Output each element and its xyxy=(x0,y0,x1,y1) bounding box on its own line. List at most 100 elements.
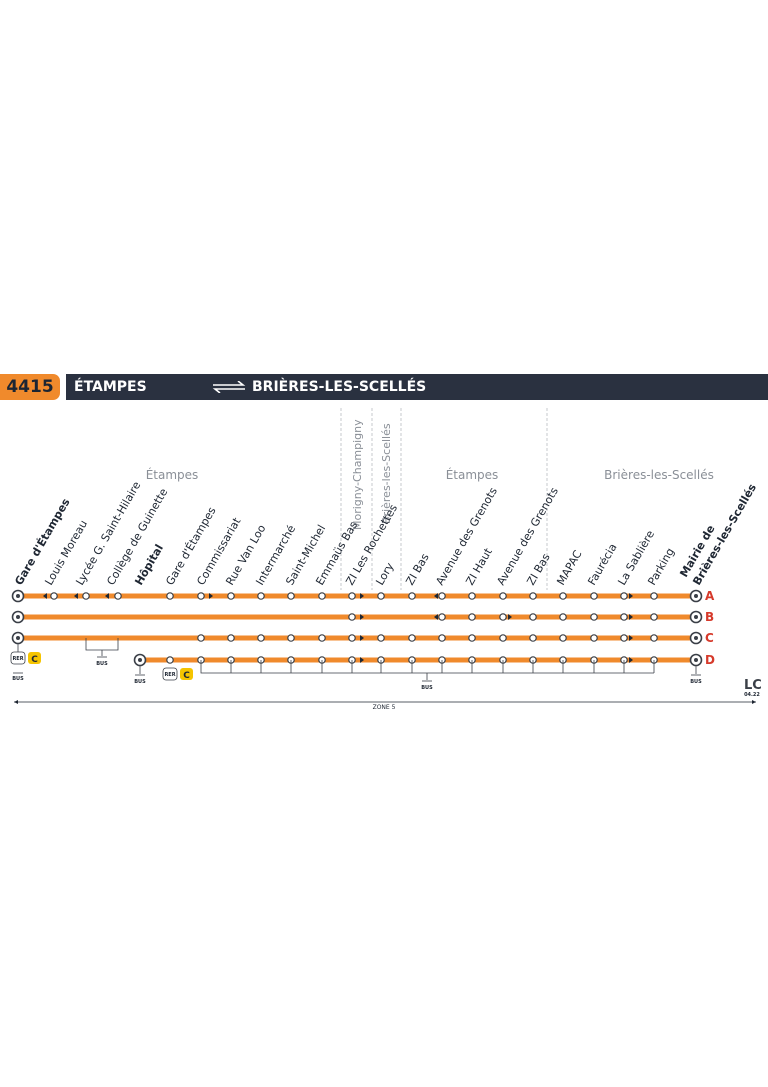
route-lines xyxy=(15,593,699,663)
stop-marker xyxy=(227,634,235,642)
stop-marker xyxy=(408,634,416,642)
rer-label: RER xyxy=(12,656,23,662)
rer-icon xyxy=(10,651,26,665)
rer-connection: RER C xyxy=(162,667,193,681)
bus-stop-icon: BUS xyxy=(96,656,108,667)
route-destination: BRIÈRES-LES-SCELLÉS xyxy=(252,379,427,395)
stop-marker xyxy=(529,592,537,600)
variant-letter-c: C xyxy=(705,631,714,645)
stop-marker xyxy=(287,592,295,600)
terminus-dot xyxy=(16,636,20,640)
stop-marker xyxy=(197,592,205,600)
bus-stop-icons: BUS BUS BUS BUS BUS xyxy=(12,656,702,691)
bus-stop-icon: BUS xyxy=(690,674,702,685)
stop-marker xyxy=(529,613,537,621)
stop-label: Avenue des Grenots xyxy=(433,485,500,588)
stop-marker xyxy=(377,634,385,642)
stop-marker xyxy=(227,592,235,600)
stop-markers xyxy=(11,589,703,667)
arrow-left-icon xyxy=(105,593,109,599)
stop-marker xyxy=(377,592,385,600)
stop-marker xyxy=(590,613,598,621)
variant-letter-a: A xyxy=(705,589,715,603)
arrow-left-icon xyxy=(43,593,47,599)
stop-marker xyxy=(257,592,265,600)
stop-marker xyxy=(318,592,326,600)
stop-marker xyxy=(287,634,295,642)
stop-marker xyxy=(468,592,476,600)
stop-label: Parking xyxy=(645,546,677,588)
arrow-right-icon xyxy=(629,614,633,620)
commune-label-vertical: Brières-les-Scellés xyxy=(380,423,393,524)
stop-marker xyxy=(529,634,537,642)
stop-marker xyxy=(348,634,356,642)
stop-marker xyxy=(166,656,174,664)
terminus-dot xyxy=(16,615,20,619)
stop-marker xyxy=(408,592,416,600)
stop-marker xyxy=(438,592,446,600)
rer-icon xyxy=(162,667,178,681)
lc-logo-text: LC xyxy=(744,678,762,693)
commune-label: Étampes xyxy=(446,467,499,482)
rer-connection: RER C xyxy=(10,651,41,665)
line-number-badge: 4415 xyxy=(0,374,60,400)
stop-marker xyxy=(559,634,567,642)
terminus-dot xyxy=(694,658,698,662)
stop-label: Lory xyxy=(373,560,396,587)
bus-label: BUS xyxy=(421,685,433,691)
lc-logo: LC 04.22 xyxy=(744,678,762,698)
stop-label: ZI Bas xyxy=(403,551,432,587)
stop-marker xyxy=(468,634,476,642)
stop-marker xyxy=(590,634,598,642)
bus-label: BUS xyxy=(96,661,108,667)
stop-marker xyxy=(318,634,326,642)
bus-stop-icon: BUS xyxy=(12,672,24,682)
rer-line-badge xyxy=(180,668,193,680)
stop-marker xyxy=(590,592,598,600)
terminus-dot xyxy=(694,636,698,640)
arrow-left-icon xyxy=(434,593,438,599)
arrow-left-icon xyxy=(74,593,78,599)
route-origin: ÉTAMPES xyxy=(74,379,147,395)
stop-marker xyxy=(82,592,90,600)
arrow-right-icon xyxy=(629,657,633,663)
stop-marker xyxy=(499,634,507,642)
stop-label: Avenue des Grenots xyxy=(494,485,561,588)
rer-line-label: C xyxy=(183,671,190,681)
stop-marker xyxy=(620,634,628,642)
connection-brackets xyxy=(17,638,697,680)
rer-label: RER xyxy=(164,672,175,678)
bus-label: BUS xyxy=(12,676,24,682)
stop-label: MAPAC xyxy=(554,548,584,588)
stop-label: Gare d'Étampes xyxy=(12,496,72,588)
stop-marker xyxy=(197,634,205,642)
route-title-bar: ÉTAMPES BRIÈRES-LES-SCELLÉS xyxy=(66,374,768,400)
stop-marker xyxy=(499,592,507,600)
terminus-dot xyxy=(694,615,698,619)
terminus-dot xyxy=(138,658,142,662)
stop-label: ZI Bas xyxy=(524,551,553,587)
variant-letter-b: B xyxy=(705,610,714,624)
stop-marker xyxy=(559,613,567,621)
bidirectional-arrow-icon xyxy=(212,381,246,393)
arrow-right-icon xyxy=(360,593,364,599)
stop-marker xyxy=(348,613,356,621)
stop-marker xyxy=(650,592,658,600)
arrow-right-icon xyxy=(508,614,512,620)
header: 4415 ÉTAMPES BRIÈRES-LES-SCELLÉS xyxy=(0,374,768,400)
terminus-dot xyxy=(694,594,698,598)
direction-arrows xyxy=(43,593,633,663)
stop-marker xyxy=(348,592,356,600)
stop-label: ZI Haut xyxy=(463,545,495,587)
commune-separators xyxy=(340,408,548,590)
arrow-right-icon xyxy=(209,593,213,599)
arrow-left-icon xyxy=(14,700,18,704)
commune-label: Étampes xyxy=(146,467,199,482)
route-diagram: Étampes Morigny-Champigny Brières-les-Sc… xyxy=(10,408,762,711)
bus-stop-icon: BUS xyxy=(134,674,146,685)
arrow-right-icon xyxy=(360,614,364,620)
variant-letter-d: D xyxy=(705,653,715,667)
arrow-right-icon xyxy=(360,657,364,663)
stop-marker xyxy=(114,592,122,600)
arrow-right-icon xyxy=(752,700,756,704)
